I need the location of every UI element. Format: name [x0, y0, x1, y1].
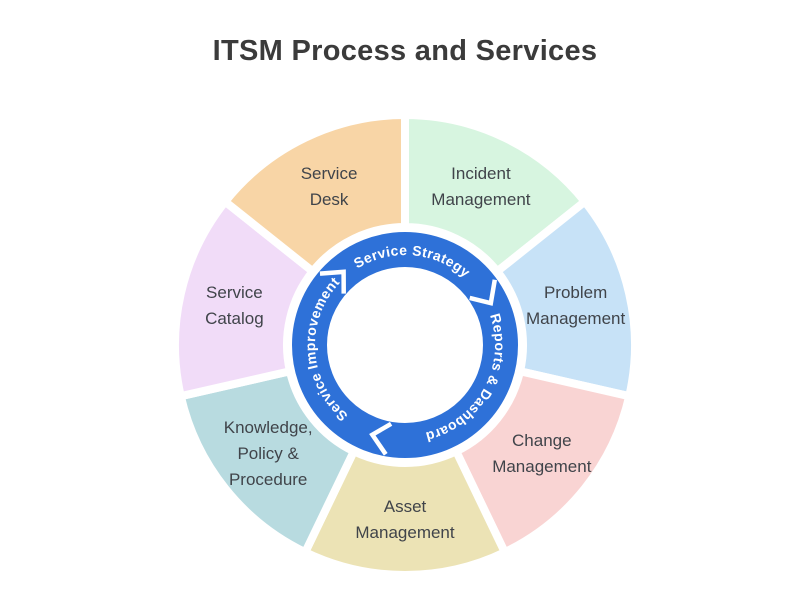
segment-service-desk	[219, 110, 409, 278]
cycle-ring	[292, 232, 518, 458]
cycle-arrow-chevron-icon	[319, 269, 346, 294]
segment-knowledge-policy-procedure	[175, 366, 360, 558]
segment-incident-management	[401, 110, 591, 278]
cycle-arrow-chevron-icon	[469, 279, 498, 306]
segment-service-catalog	[171, 195, 319, 401]
segment-asset-management	[299, 445, 511, 579]
diagram-title: ITSM Process and Services	[212, 35, 598, 67]
segment-change-management	[450, 366, 635, 558]
segment-problem-management	[491, 195, 639, 401]
cycle-arrow-chevron-icon	[369, 421, 393, 456]
